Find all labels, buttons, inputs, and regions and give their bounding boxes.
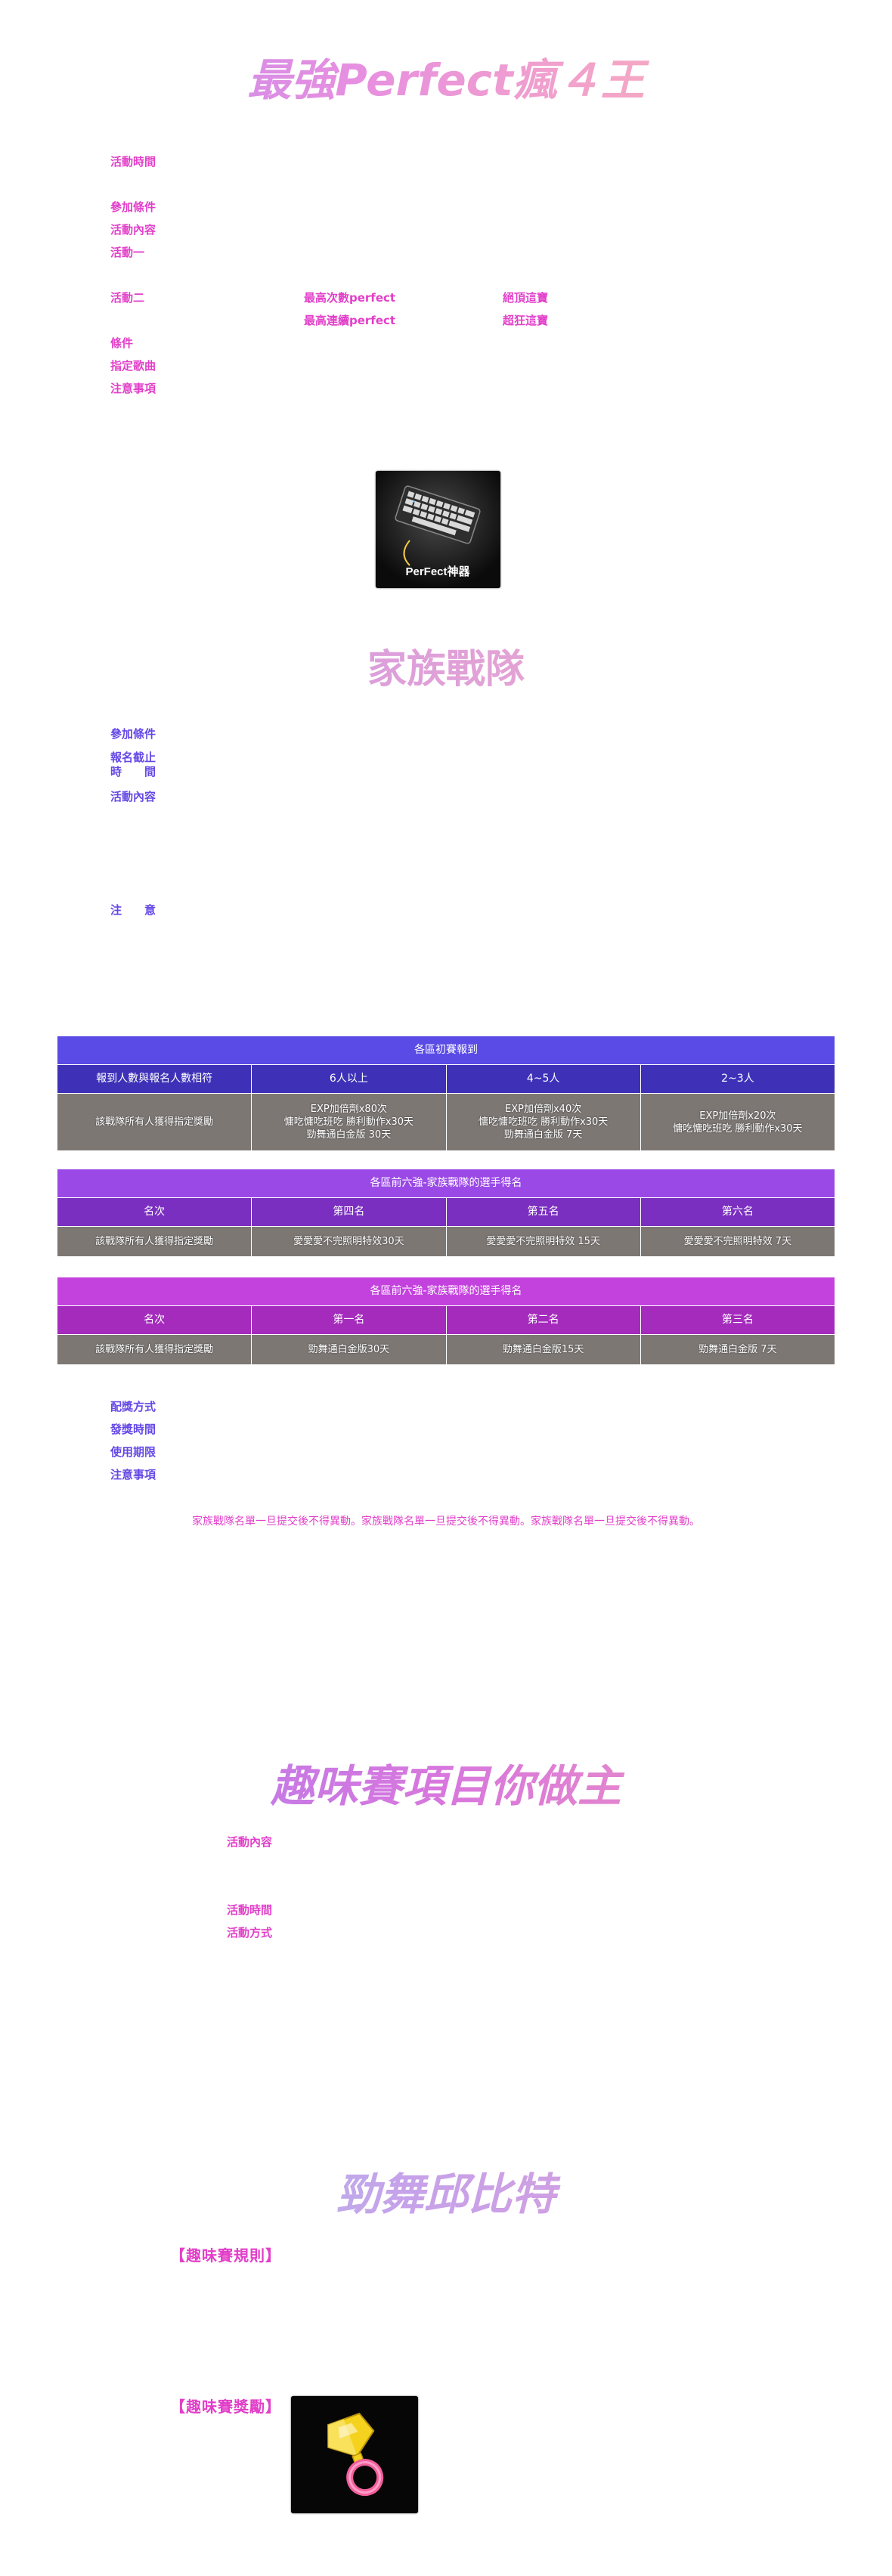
table2-cell: 愛愛愛不完照明特效30天 [251, 1226, 447, 1257]
keyboard-icon: PerFect神器 [376, 471, 500, 588]
section-title-fun-event: 趣味賽項目你做主 [0, 1759, 892, 1813]
label-fun-time: 活動時間 [227, 1903, 273, 1917]
label-condition: 條件 [110, 336, 134, 350]
section-title-family-team: 家族戰隊 [0, 645, 892, 695]
label-fun-rules: 【趣味賽規則】 [170, 2246, 281, 2265]
table3-cell: 勁舞通白金版30天 [251, 1334, 447, 1365]
table2-header: 第六名 [640, 1197, 836, 1227]
event-two-c: 最高連續perfect [304, 314, 396, 327]
label-content: 活動內容 [110, 223, 156, 237]
table3-cell: 該戰隊所有人獲得指定獎勵 [56, 1334, 252, 1365]
pacifier-reward-item [291, 2396, 418, 2513]
table1-header: 報到人數與報名人數相符 [56, 1064, 252, 1094]
label-event-time: 活動時間 [110, 155, 156, 169]
table3-header: 第三名 [640, 1305, 836, 1335]
table2-cell: 該戰隊所有人獲得指定獎勵 [56, 1226, 252, 1257]
table3-header: 第二名 [445, 1305, 641, 1335]
label-footer-notes: 注意事項 [110, 1468, 156, 1482]
label-delivery: 配獎方式 [110, 1400, 156, 1413]
event-two-a: 最高次數perfect [304, 291, 396, 305]
section-title-perfect: 最強Perfect瘋４王 [0, 53, 892, 107]
table3-header: 名次 [56, 1305, 252, 1335]
label-issue-time: 發獎時間 [110, 1423, 156, 1436]
label-event-two: 活動二 [110, 291, 145, 305]
event-two-d: 超狂這寶 [503, 314, 549, 327]
label-event-one: 活動一 [110, 246, 145, 259]
pacifier-icon [291, 2396, 418, 2513]
label-deadline-2: 時 間 [110, 765, 156, 779]
label-fun-method: 活動方式 [227, 1926, 273, 1940]
table1-header: 4~5人 [445, 1064, 641, 1094]
table1-header: 6人以上 [251, 1064, 447, 1094]
table3-title: 各區前六強-家族戰隊的選手得名 [57, 1277, 835, 1306]
table2-cell: 愛愛愛不完照明特效 15天 [445, 1226, 641, 1257]
table-top6-ranks-4-6: 各區前六強-家族戰隊的選手得名 名次 第四名 第五名 第六名 該戰隊所有人獲得指… [56, 1169, 836, 1257]
table1-cell: EXP加倍劑x40次 慵吃慵吃班吃 勝利動作x30天 勁舞通白金版 7天 [445, 1093, 641, 1151]
label-fun-rewards: 【趣味賽獎勵】 [170, 2398, 281, 2416]
section-title-cupid: 勁舞邱比特 [0, 2167, 892, 2221]
perfect-keyboard-item: PerFect神器 [376, 471, 500, 588]
table1-header: 2~3人 [640, 1064, 836, 1094]
label-usage-period: 使用期限 [110, 1445, 156, 1459]
label-conditions: 參加條件 [110, 200, 156, 214]
table2-header: 第五名 [445, 1197, 641, 1227]
table-preliminary-checkin: 各區初賽報到 報到人數與報名人數相符 6人以上 4~5人 2~3人 該戰隊所有人… [56, 1036, 836, 1151]
team-roster-warning: 家族戰隊名單一旦提交後不得異動。家族戰隊名單一旦提交後不得異動。家族戰隊名單一旦… [192, 1516, 700, 1528]
table2-cell: 愛愛愛不完照明特效 7天 [640, 1226, 836, 1257]
label-fun-content: 活動內容 [227, 1835, 273, 1849]
label-team-content: 活動內容 [110, 790, 156, 803]
table1-title: 各區初賽報到 [57, 1036, 835, 1065]
table3-cell: 勁舞通白金版 7天 [640, 1334, 836, 1365]
event-two-b: 絕頂這寶 [503, 291, 549, 305]
label-team-notes: 注 意 [110, 903, 156, 917]
table3-cell: 勁舞通白金版15天 [445, 1334, 641, 1365]
label-notes: 注意事項 [110, 382, 156, 395]
label-team-conditions: 參加條件 [110, 727, 156, 741]
table1-cell: EXP加倍劑x80次 慵吃慵吃班吃 勝利動作x30天 勁舞通白金版 30天 [251, 1093, 447, 1151]
table3-header: 第一名 [251, 1305, 447, 1335]
table2-header: 第四名 [251, 1197, 447, 1227]
label-song: 指定歌曲 [110, 359, 156, 373]
table2-title: 各區前六強-家族戰隊的選手得名 [57, 1169, 835, 1198]
table1-cell: EXP加倍劑x20次 慵吃慵吃班吃 勝利動作x30天 [640, 1093, 836, 1151]
table-top6-ranks-1-3: 各區前六強-家族戰隊的選手得名 名次 第一名 第二名 第三名 該戰隊所有人獲得指… [56, 1277, 836, 1365]
keyboard-caption: PerFect神器 [405, 565, 470, 578]
table1-cell: 該戰隊所有人獲得指定獎勵 [56, 1093, 252, 1151]
table2-header: 名次 [56, 1197, 252, 1227]
label-deadline-1: 報名截止 [110, 751, 156, 764]
